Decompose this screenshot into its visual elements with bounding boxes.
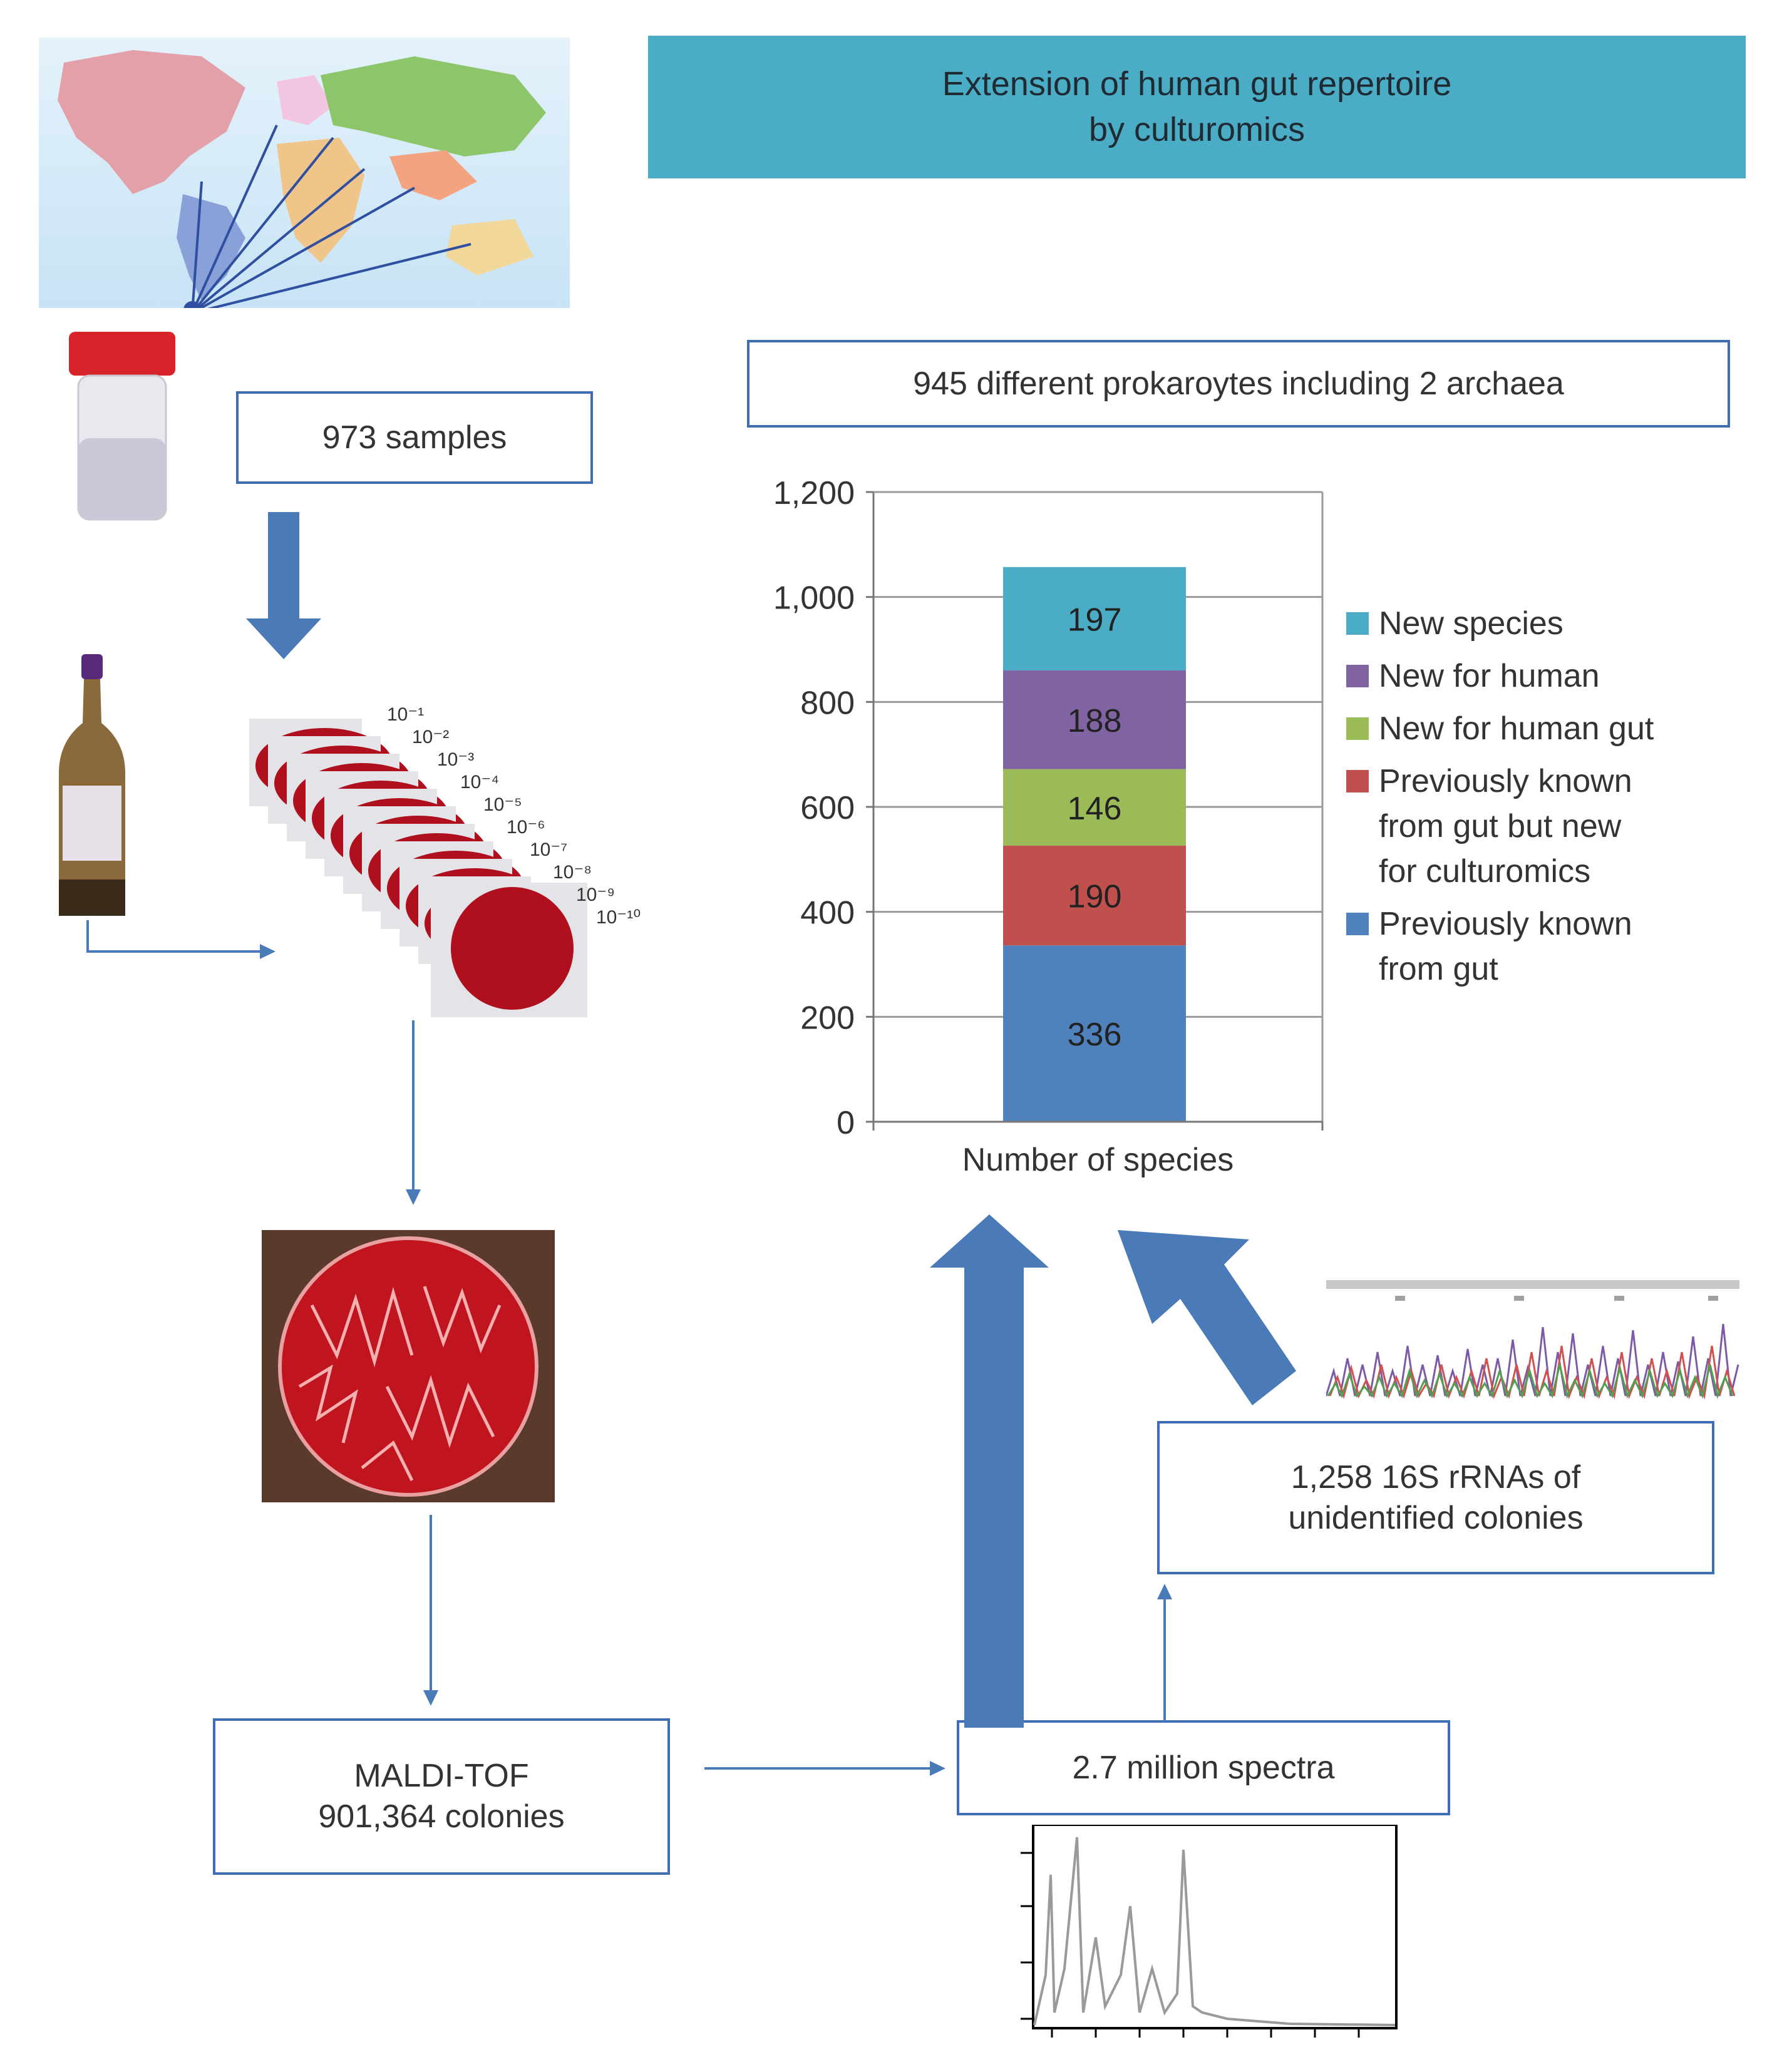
bar-segment-5 [1003,567,1186,671]
culture-bottle-image [51,654,133,917]
dilution-label-7: 10⁻⁷ [530,839,568,860]
dilution-label-1: 10⁻¹ [387,704,425,725]
asia-region [321,56,546,156]
bottle-cap [81,654,103,679]
bar-value-label: 188 [1068,703,1122,739]
y-tick-label: 1,000 [773,580,855,617]
legend-label: New for human gut [1379,710,1654,747]
bottle-label [63,786,121,861]
sequencing-chromatogram-image [1325,1277,1739,1402]
colony-streaks [298,1286,502,1482]
spectra-label: 2.7 million spectra [1072,1749,1335,1786]
bar-segment-2 [1003,846,1186,946]
agar-plate-front [451,887,574,1010]
sample-cup-image [63,332,182,526]
legend-swatch [1346,612,1369,635]
up-arrow-large [927,1214,1052,1728]
sequence-text-strip [1326,1280,1739,1289]
streaked-plate-image [262,1230,555,1502]
chart-bars: 336 190 146 188 197 [1003,567,1186,1122]
dilution-label-8: 10⁻⁸ [553,862,592,883]
rrna-line-2: unidentified colonies [1288,1499,1584,1536]
bar-value-label: 336 [1068,1017,1122,1053]
rrna-line-1: 1,258 16S rRNAs of [1290,1459,1581,1495]
dilution-plates-image [249,719,606,1057]
prokaryotes-box: 945 different prokaroytes including 2 ar… [747,340,1730,428]
dilution-label-2: 10⁻² [412,727,450,747]
mass-spectrum-image [977,1823,1403,2056]
y-tick-label: 0 [837,1105,855,1141]
cup-contents [78,438,166,520]
down-arrow-large [243,512,324,662]
y-tick-label: 400 [800,895,855,931]
spectrum-trace [1033,1837,1396,2026]
y-tick-label: 600 [800,790,855,826]
europe-region [277,75,333,125]
samples-label: 973 samples [322,419,507,456]
y-tick-label: 200 [800,1000,855,1036]
north-america-region [58,50,245,194]
africa-region [277,138,364,263]
bar-value-label: 197 [1068,602,1122,638]
diagonal-arrow-large [1115,1227,1302,1427]
maldi-box: MALDI-TOF 901,364 colonies [213,1718,670,1875]
legend-swatch [1346,665,1369,687]
dilution-label-4: 10⁻⁴ [460,772,500,792]
cup-lid [69,332,175,376]
world-map [39,38,570,308]
world-map-graphic [58,50,546,308]
legend-item: New for human gut [1346,706,1654,751]
maldi-to-spectra-arrow [704,1753,949,1784]
title-line-2: by culturomics [1088,111,1306,148]
legend-swatch [1346,717,1369,740]
south-asia-region [389,150,477,200]
legend-label: New for human [1379,658,1600,694]
south-america-region [177,194,245,300]
bar-segment-4 [1003,670,1186,769]
dilution-label-5: 10⁻⁵ [483,794,522,815]
legend-item: New for human [1346,654,1600,699]
y-tick-label: 1,200 [773,475,855,511]
samples-box: 973 samples [236,391,593,484]
bar-segment-1 [1003,945,1186,1122]
dilution-label-6: 10⁻⁶ [507,817,545,838]
australia-region [446,219,533,275]
agar-plate [278,1236,538,1497]
bottle-to-plates-arrow [85,920,279,964]
sampling-lines [191,125,471,308]
title-line-1: Extension of human gut repertoire [942,65,1452,103]
legend-label: New species [1379,605,1563,642]
bar-value-label: 190 [1068,879,1122,915]
legend-swatch [1346,770,1369,792]
dilution-label-3: 10⁻³ [437,749,475,770]
maldi-line-1: MALDI-TOF [354,1758,529,1794]
bottle-sediment [59,880,125,916]
x-axis-label: Number of species [962,1142,1234,1178]
colonies-to-maldi-arrow [418,1515,443,1709]
rrna-box: 1,258 16S rRNAs of unidentified colonies [1157,1421,1714,1574]
chart-svg: 336 190 146 188 197 0 200 400 600 800 1,000 1,200N… [773,475,1324,1178]
legend-swatch [1346,913,1369,935]
plates-to-colonies-arrow [401,1020,426,1208]
prokaryotes-label: 945 different prokaroytes including 2 ar… [913,365,1564,402]
maldi-line-2: 901,364 colonies [318,1798,565,1835]
legend-item: New species [1346,601,1563,646]
bar-value-label: 146 [1068,791,1122,827]
spectra-box: 2.7 million spectra [957,1720,1450,1815]
y-tick-label: 800 [800,685,855,721]
title-banner: Extension of human gut repertoire by cul… [648,36,1746,178]
bar-segment-3 [1003,769,1186,846]
sampling-origin [183,301,201,308]
spectra-to-rrna-arrow [1152,1581,1177,1721]
dilution-label-9: 10⁻⁹ [576,885,616,905]
dilution-label-10: 10⁻¹⁰ [596,907,641,928]
